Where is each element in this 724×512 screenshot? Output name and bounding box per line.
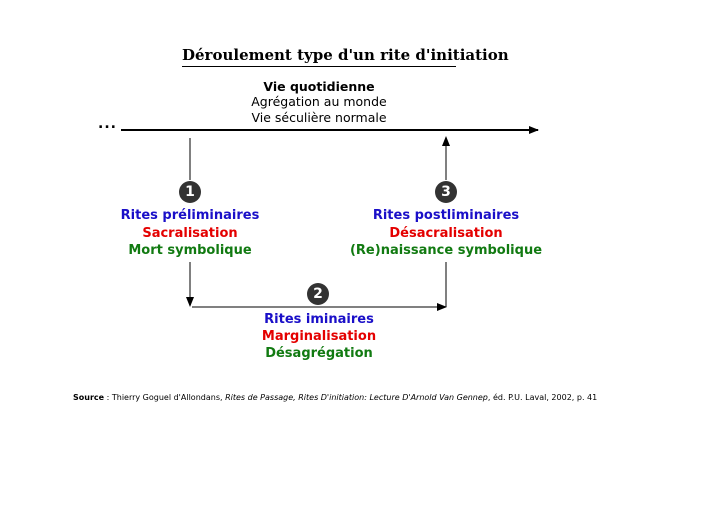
source-label: Source bbox=[73, 393, 105, 402]
stage3-label-green: (Re)naissance symbolique bbox=[349, 243, 543, 258]
source-author: : Thierry Goguel d'Allondans, bbox=[104, 393, 226, 402]
stage2-label-red: Marginalisation bbox=[261, 329, 377, 344]
diagram-title: Déroulement type d'un rite d'initiation bbox=[182, 46, 509, 67]
source-citation: Source : Thierry Goguel d'Allondans, Rit… bbox=[73, 393, 597, 402]
daily-life-heading: Vie quotidienne bbox=[263, 79, 375, 94]
stage2-label-green: Désagrégation bbox=[265, 346, 373, 361]
stage3-number-badge: 3 bbox=[435, 181, 457, 203]
stage3-label-red: Désacralisation bbox=[389, 226, 503, 241]
stage2-label-blue: Rites iminaires bbox=[264, 312, 374, 327]
source-work-title: Rites de Passage, Rites D'initiation: Le… bbox=[225, 393, 488, 402]
stage2-number-badge: 2 bbox=[307, 283, 329, 305]
stage1-number-badge: 1 bbox=[179, 181, 201, 203]
daily-life-line2: Vie séculière normale bbox=[251, 110, 387, 125]
daily-life-line1: Agrégation au monde bbox=[251, 94, 387, 109]
source-publisher: , éd. P.U. Laval, 2002, p. 41 bbox=[487, 393, 598, 402]
stage1-label-blue: Rites préliminaires bbox=[120, 208, 260, 223]
stage1-label-red: Sacralisation bbox=[142, 226, 238, 241]
timeline-ellipsis: ... bbox=[98, 116, 117, 132]
stage3-label-blue: Rites postliminaires bbox=[372, 208, 520, 223]
stage1-label-green: Mort symbolique bbox=[128, 243, 252, 258]
